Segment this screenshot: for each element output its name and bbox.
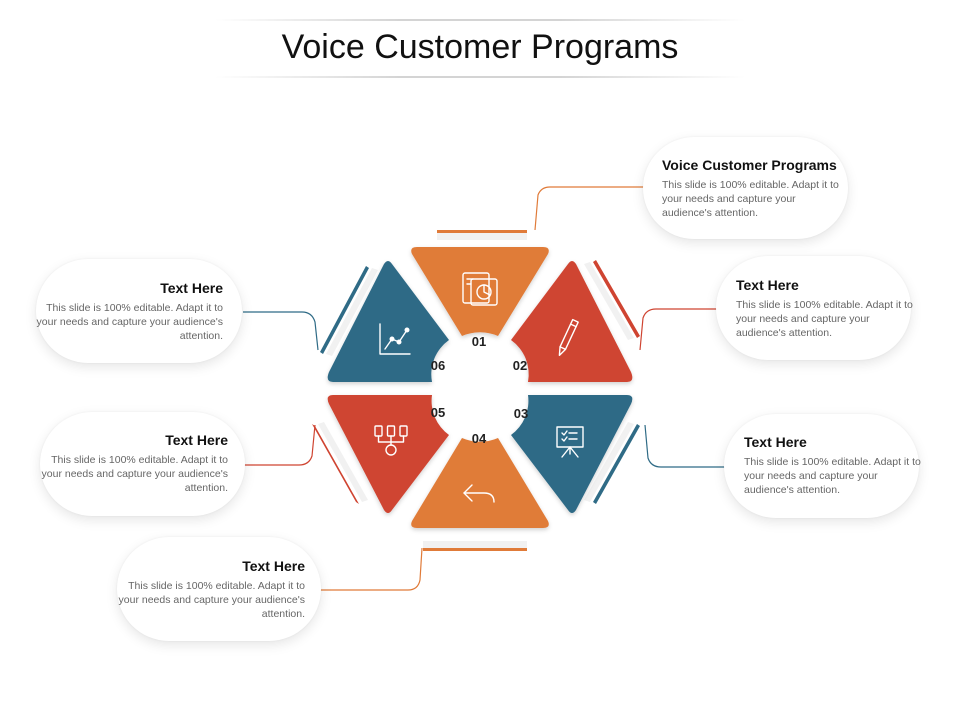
line-graph-icon xyxy=(379,323,411,355)
accent-strip-05 xyxy=(312,424,359,504)
accent-strip-04 xyxy=(423,548,527,551)
segment-numbers: 01 02 03 04 05 06 xyxy=(431,334,528,446)
callout-05: Text Here This slide is 100% editable. A… xyxy=(40,412,245,516)
accent-strips xyxy=(312,230,640,551)
dashboard-chart-icon xyxy=(462,272,498,306)
accent-strip-03 xyxy=(593,424,640,504)
accent-strip-02-shade xyxy=(584,262,634,340)
connector-01 xyxy=(534,186,645,231)
connector-05 xyxy=(244,424,316,466)
connector-03 xyxy=(644,424,726,468)
accent-strip-01-shade xyxy=(437,233,527,240)
callout-03-text: This slide is 100% editable. Adapt it to… xyxy=(744,456,921,496)
segment-number-01: 01 xyxy=(472,334,486,349)
segment-01 xyxy=(411,247,549,336)
accent-strip-01 xyxy=(437,230,527,233)
segment-number-06: 06 xyxy=(431,358,445,373)
callout-03: Text Here This slide is 100% editable. A… xyxy=(724,414,921,518)
connector-02 xyxy=(639,308,718,351)
callout-02: Text Here This slide is 100% editable. A… xyxy=(716,256,913,360)
pencil-icon xyxy=(558,318,579,357)
callout-06-title: Text Here xyxy=(160,280,223,296)
callout-01-text: This slide is 100% editable. Adapt it to… xyxy=(662,179,839,219)
segment-number-02: 02 xyxy=(513,358,527,373)
accent-strip-02 xyxy=(593,260,640,338)
callout-01: Voice Customer Programs This slide is 10… xyxy=(643,137,848,239)
segment-number-04: 04 xyxy=(472,431,487,446)
accent-strip-04-shade xyxy=(423,541,527,548)
accent-strip-06-shade xyxy=(326,268,378,356)
title-bottom-rule xyxy=(215,76,745,78)
callout-04: Text Here This slide is 100% editable. A… xyxy=(117,537,321,641)
reply-arrow-icon xyxy=(463,484,495,503)
connector-04 xyxy=(320,547,423,591)
callout-06: Text Here This slide is 100% editable. A… xyxy=(36,259,242,363)
callout-04-title: Text Here xyxy=(242,558,305,574)
page-title: Voice Customer Programs xyxy=(281,28,679,66)
accent-strip-06 xyxy=(320,266,369,354)
organization-chart-icon xyxy=(374,425,408,456)
callout-05-text: This slide is 100% editable. Adapt it to… xyxy=(41,454,228,494)
presentation-board-icon xyxy=(556,426,584,458)
segment-03 xyxy=(511,395,633,513)
callout-06-text: This slide is 100% editable. Adapt it to… xyxy=(36,302,223,342)
callout-01-title: Voice Customer Programs xyxy=(662,157,837,173)
segments xyxy=(327,247,633,528)
connector-lines xyxy=(243,186,726,591)
accent-strip-03-shade xyxy=(584,422,634,502)
connector-06 xyxy=(243,311,319,351)
accent-strip-05-shade xyxy=(318,422,368,502)
segment-06 xyxy=(327,261,449,382)
title-top-rule xyxy=(215,19,745,21)
callout-05-title: Text Here xyxy=(165,432,228,448)
segment-number-05: 05 xyxy=(431,405,445,420)
callout-03-title: Text Here xyxy=(744,434,807,450)
callout-02-text: This slide is 100% editable. Adapt it to… xyxy=(736,299,913,339)
callout-04-text: This slide is 100% editable. Adapt it to… xyxy=(118,580,305,620)
callout-02-title: Text Here xyxy=(736,277,799,293)
segment-04 xyxy=(411,438,549,528)
segment-number-03: 03 xyxy=(514,406,528,421)
